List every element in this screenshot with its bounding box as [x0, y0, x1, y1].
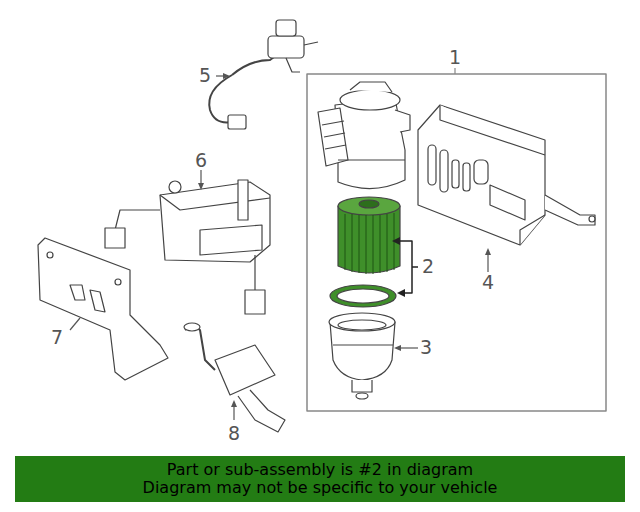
notice-text: Diagram may not be specific to your vehi… — [143, 479, 498, 497]
callout-number: 5 — [199, 66, 211, 85]
callout-number: 7 — [51, 328, 63, 347]
callout-number: 1 — [449, 48, 461, 67]
notice-band: Part or sub-assembly is #2 in diagramDia… — [15, 456, 625, 502]
callout-number: 2 — [422, 257, 434, 276]
callout-number: 4 — [482, 273, 494, 292]
callout-number: 3 — [420, 338, 432, 357]
callout-number: 8 — [228, 424, 240, 443]
callout-number: 6 — [195, 151, 207, 170]
notice-text: Part or sub-assembly is #2 in diagram — [167, 461, 473, 479]
